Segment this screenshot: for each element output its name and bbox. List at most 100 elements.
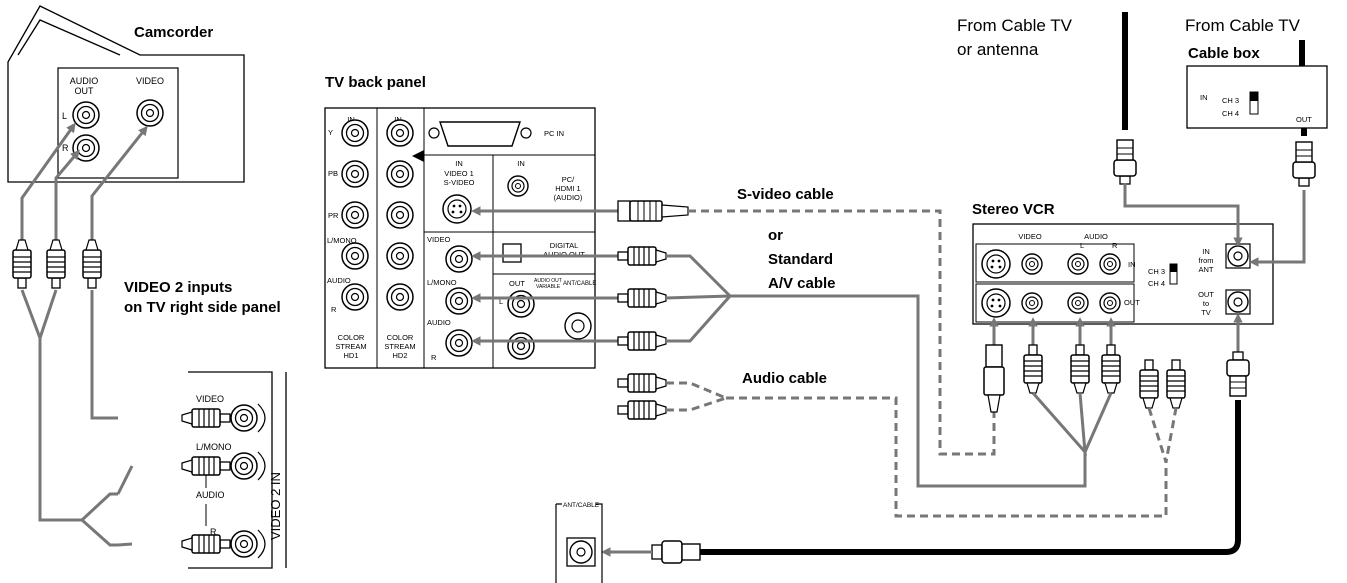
vcr-audio-r-out-jack — [1099, 292, 1121, 314]
tv-arrow-icon — [412, 150, 424, 162]
side-video-label: VIDEO — [196, 394, 224, 404]
tv-audio-out-var-1: AUDIO OUT — [534, 278, 562, 284]
or-label: or — [768, 227, 783, 244]
side-plug-video — [181, 408, 231, 428]
tv-svideo-jack — [442, 194, 472, 224]
vcr-in-ant-2: from — [1199, 256, 1214, 265]
tv-lmono-label: L/MONO — [327, 236, 357, 245]
tv-pb-jack-hd1 — [341, 160, 369, 188]
side-plug-r — [181, 534, 231, 554]
vcr-audio-l-in-jack — [1067, 253, 1089, 275]
tv-pc-label: PC/ — [562, 175, 575, 184]
side-panel-title-1: VIDEO 2 inputs — [124, 279, 232, 296]
vcr-audio-label: AUDIO — [1084, 232, 1108, 241]
ant-cable-panel: ANT/CABLE — [555, 502, 603, 583]
vcr-ant-out-jack — [1225, 289, 1251, 315]
vcr-title: Stereo VCR — [972, 201, 1055, 218]
source-coax-plug — [1113, 139, 1137, 185]
tv-hd1-3: HD1 — [343, 351, 358, 360]
tv-pb-label: PB — [328, 169, 338, 178]
tv-r-jack-hd2 — [386, 283, 414, 311]
pc-in-label: PC IN — [544, 129, 564, 138]
side-lmono-jack — [230, 452, 258, 480]
tv-hd2-2: STREAM — [384, 342, 415, 351]
tv-pr-jack-hd2 — [386, 201, 414, 229]
tv-y-jack-hd2 — [386, 119, 414, 147]
camcorder-audio-r-jack — [72, 134, 100, 162]
tv-svideo-label: S-VIDEO — [444, 178, 475, 187]
vcr-in-label: IN — [1128, 260, 1136, 269]
vcr-audio-l-out-jack — [1067, 292, 1089, 314]
tv-ant-coax-plug — [651, 540, 701, 564]
tv-pr-jack-hd1 — [341, 201, 369, 229]
tv-in-pc-label: IN — [517, 159, 525, 168]
tv-y-jack-hd1 — [341, 119, 369, 147]
vcr-to-tv-coax — [601, 313, 1250, 564]
audio-cable — [617, 373, 1168, 518]
tv-audio-out-r-jack — [507, 332, 535, 360]
camcorder-plug-l — [12, 239, 32, 289]
vcr-video-in-jack — [1021, 253, 1043, 275]
tv-hd1-2: STREAM — [335, 342, 366, 351]
side-video-jack — [230, 404, 258, 432]
cable-box-ch4-label: CH 4 — [1222, 109, 1239, 118]
side-plug-lmono — [181, 456, 231, 476]
av-plug-l — [617, 288, 667, 308]
cable-box-coax-plug — [1292, 141, 1316, 187]
tv-r-jack-hd1 — [341, 283, 369, 311]
tv-audio-paren-label: (AUDIO) — [554, 193, 583, 202]
side-video2in-label: VIDEO 2 IN — [268, 472, 283, 540]
av-cable — [471, 246, 1087, 488]
svideo-cable — [471, 200, 996, 456]
vcr-out-tv-1: OUT — [1198, 290, 1214, 299]
vcr-out-coax-plug — [1226, 351, 1250, 397]
standard-label: Standard — [768, 251, 833, 268]
camcorder-audio-l-jack — [72, 101, 100, 129]
side-r-jack — [230, 530, 258, 558]
vcr-audio-r-plug — [1166, 359, 1186, 409]
vcr-video-plug — [1023, 344, 1043, 394]
tv-video-label: VIDEO — [427, 235, 451, 244]
camcorder: Camcorder AUDIO OUT VIDEO L R — [7, 5, 245, 183]
audio-plug-r — [617, 400, 667, 420]
camcorder-cables — [12, 122, 148, 547]
tv-lmono2-label: L/MONO — [427, 278, 457, 287]
vcr-ch3-label: CH 3 — [1148, 267, 1165, 276]
side-audio-label: AUDIO — [196, 490, 225, 500]
vcr-video-label: VIDEO — [1018, 232, 1042, 241]
side-panel-plugs — [116, 408, 231, 554]
camcorder-r-label: R — [62, 143, 69, 153]
tv-pr-label: PR — [328, 211, 339, 220]
svideo-cable-label: S-video cable — [737, 186, 834, 203]
from-cable-antenna-2: or antenna — [957, 40, 1039, 59]
vcr-r-label: R — [1112, 241, 1118, 250]
vcr-ant-in-jack — [1225, 243, 1251, 269]
tv-ant-cable-label: ANT/CABLE — [563, 281, 596, 287]
vcr-r-plug — [1101, 344, 1121, 394]
cable-box: Cable box IN CH 3 CH 4 OUT — [1186, 40, 1328, 267]
cable-box-in-label: IN — [1200, 93, 1208, 102]
cable-box-title: Cable box — [1188, 45, 1260, 62]
tv-digital-label: DIGITAL — [550, 241, 579, 250]
tv-video1-jack — [445, 245, 473, 273]
camcorder-plug-r — [46, 239, 66, 289]
vcr-out-tv-3: TV — [1201, 308, 1211, 317]
vcr-audio-l-plug — [1139, 359, 1159, 409]
tv-l2-label: L — [499, 297, 503, 306]
tv-back-panel-title: TV back panel — [325, 74, 426, 91]
tv-l-jack-hd1 — [341, 242, 369, 270]
vcr-video-out-jack — [1021, 292, 1043, 314]
cable-box-out-label: OUT — [1296, 115, 1312, 124]
side-r-label: R — [210, 527, 217, 537]
vcr-svideo-in-jack — [981, 249, 1011, 279]
tv-video1-l-jack — [445, 287, 473, 315]
vcr-plugs — [983, 317, 1186, 463]
tv-audio-out-var-2: VARIABLE — [536, 284, 561, 290]
tv-hd2-3: HD2 — [392, 351, 407, 360]
tv-pb-jack-hd2 — [386, 160, 414, 188]
tv-audio2-label: AUDIO — [427, 318, 451, 327]
camcorder-title: Camcorder — [134, 24, 213, 41]
tv-in-mid-label: IN — [455, 159, 463, 168]
vcr-in-ant-3: ANT — [1199, 265, 1214, 274]
ant-panel-label: ANT/CABLE — [563, 502, 600, 509]
